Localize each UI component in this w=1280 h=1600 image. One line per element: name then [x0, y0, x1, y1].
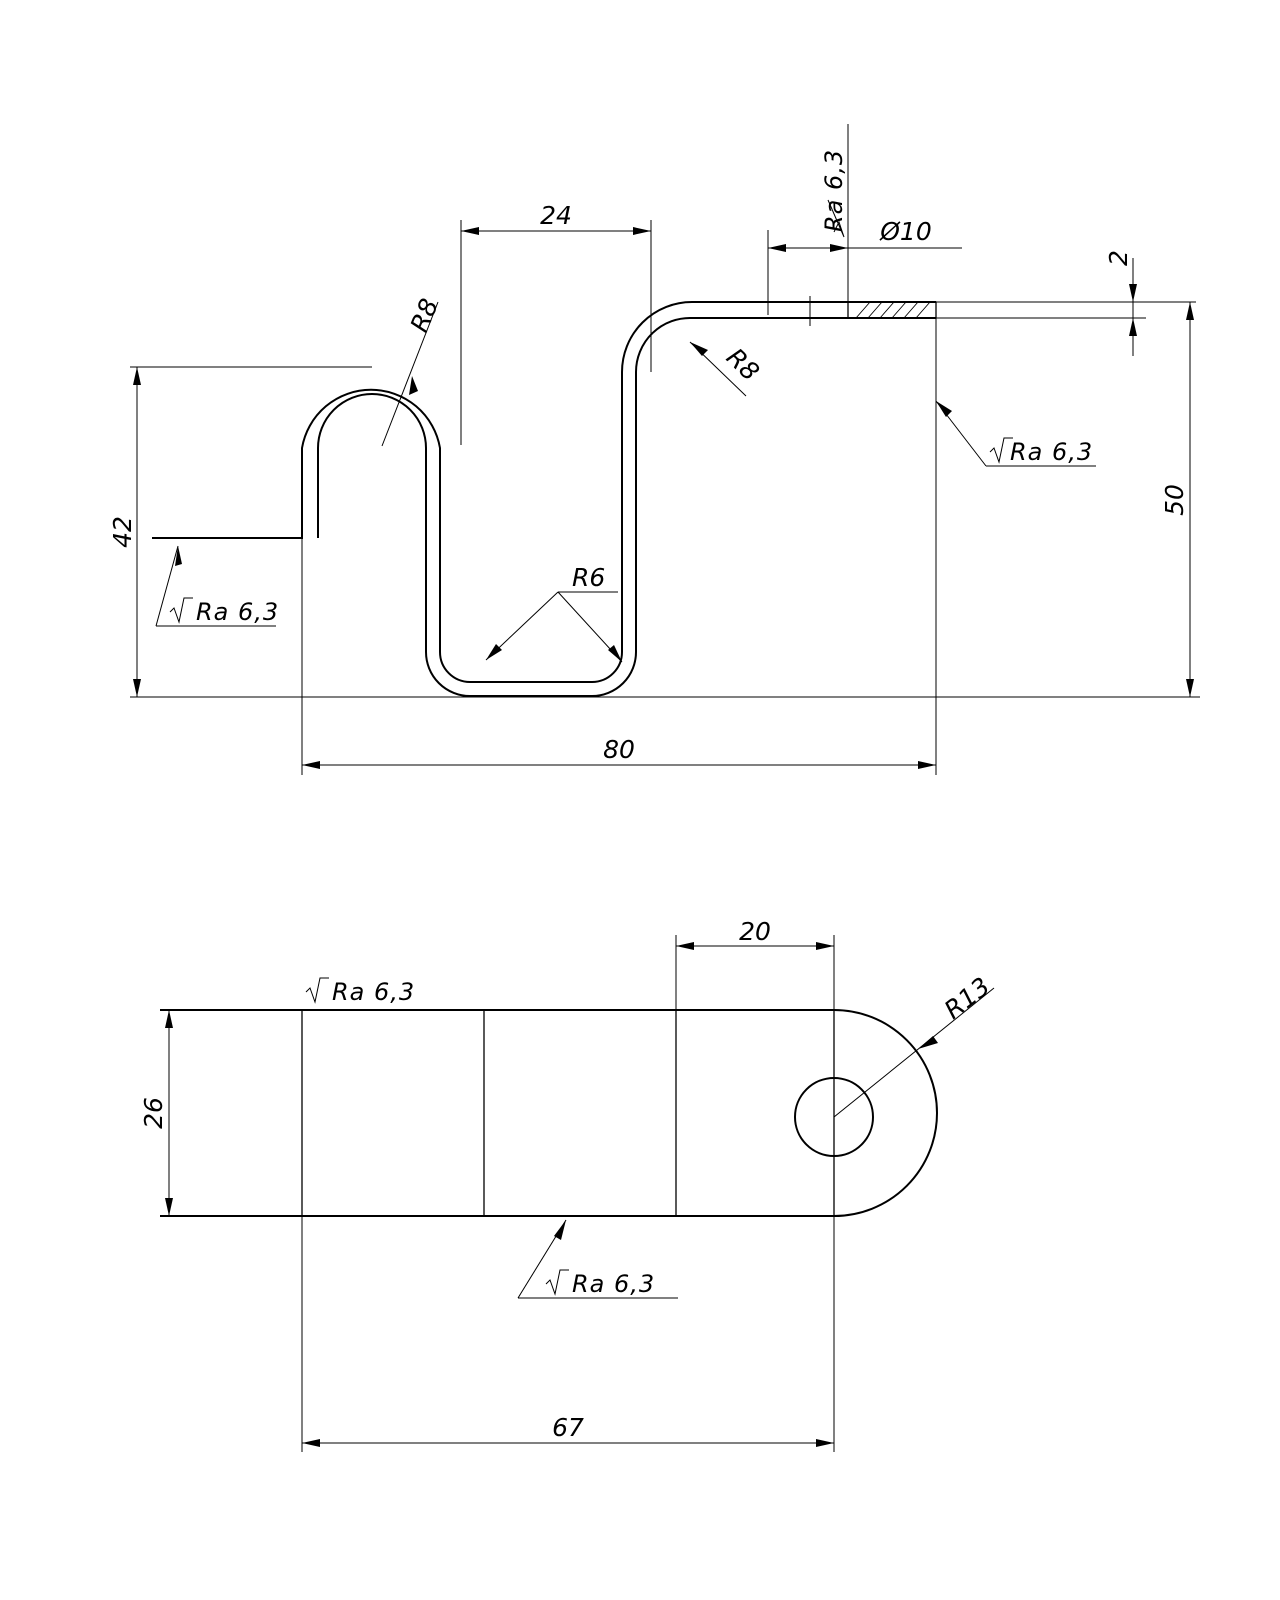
radius-bottom-text: R6: [572, 563, 605, 592]
roughness-left-symbol: [169, 597, 193, 624]
profile-inner-contour: [317, 316, 936, 697]
dimension-thickness-text: 2: [1104, 250, 1133, 266]
dimension-67: 67: [301, 1216, 835, 1452]
roughness-hole-symbol: [827, 199, 845, 238]
roughness-left-text: Ra 6,3: [196, 598, 279, 626]
dimension-80-text: 80: [603, 735, 635, 764]
dimension-thickness: 2: [936, 250, 1196, 356]
roughness-plan-bottom-symbol: [545, 1269, 569, 1296]
dimension-67-text: 67: [552, 1413, 584, 1442]
plan-view: R13 20 Ra 6,3 Ra 6,3: [139, 917, 995, 1452]
dimension-20: 20: [675, 917, 835, 1010]
dimension-26-text: 26: [139, 1097, 168, 1129]
radius-top-left-text: R8: [405, 295, 444, 337]
front-view: 24 Ø10 Ra 6,3 2 R8: [108, 124, 1200, 775]
roughness-plan-top: Ra 6,3: [305, 977, 415, 1006]
dimension-50-text: 50: [1160, 484, 1189, 516]
roughness-hole-text: Ra 6,3: [820, 149, 848, 232]
profile-outer-contour: [152, 301, 936, 683]
roughness-right-symbol: [989, 437, 1013, 464]
dimension-20-text: 20: [739, 917, 771, 946]
dimension-42: 42: [108, 366, 372, 697]
roughness-left: Ra 6,3: [155, 545, 279, 627]
dimension-26: 26: [139, 1010, 173, 1216]
roughness-hole: Ra 6,3: [820, 124, 849, 318]
dimension-hole-diameter: Ø10: [767, 217, 962, 315]
dimension-80: 80: [301, 318, 937, 775]
hole-section-hatch: [855, 301, 931, 319]
roughness-right-text: Ra 6,3: [1010, 438, 1093, 466]
radius-top-right-text: R8: [721, 342, 765, 386]
radius-end-text: R13: [939, 972, 996, 1025]
roughness-right: Ra 6,3: [935, 400, 1096, 467]
radius-top-right: R8: [689, 341, 765, 397]
dimension-hole-diameter-text: Ø10: [879, 217, 932, 246]
hole-circle: [794, 1077, 874, 1157]
radius-end: R13: [833, 972, 996, 1118]
dimension-50: 50: [1160, 302, 1194, 697]
roughness-plan-top-symbol: [305, 977, 329, 1004]
dimension-42-text: 42: [108, 516, 137, 548]
dimension-24-text: 24: [540, 201, 572, 230]
dimension-24: 24: [460, 201, 652, 445]
strip-rounded-end: [833, 1009, 938, 1217]
roughness-plan-bottom: Ra 6,3: [517, 1219, 678, 1299]
radius-bottom: R6: [485, 563, 623, 663]
radius-top-left: R8: [381, 295, 444, 447]
roughness-plan-top-text: Ra 6,3: [332, 978, 415, 1006]
roughness-plan-bottom-text: Ra 6,3: [572, 1270, 655, 1298]
